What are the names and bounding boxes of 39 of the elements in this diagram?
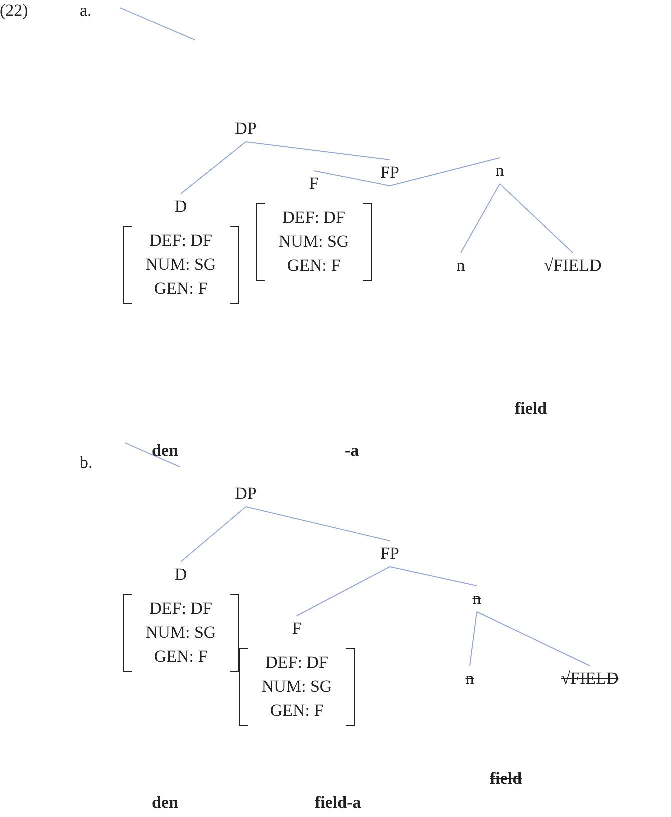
category-label: F <box>292 618 302 640</box>
text-label: a. <box>80 0 92 22</box>
branch-line <box>470 612 478 666</box>
node-label: n <box>472 588 482 610</box>
feature-matrix: DEF: DF NUM: SG GEN: F <box>256 203 372 281</box>
node-label: FP <box>380 162 400 184</box>
node-label: n <box>496 160 504 182</box>
branch-line <box>390 566 478 586</box>
node-label: n <box>456 255 466 277</box>
node-label: √FIELD <box>561 668 619 690</box>
text-label: field <box>515 398 548 420</box>
text-label: field <box>490 768 522 790</box>
node-label: FP <box>380 543 400 565</box>
branch-line <box>476 612 590 666</box>
text-label: den <box>152 440 178 462</box>
category-label: F <box>309 173 319 195</box>
branch-line <box>296 566 390 616</box>
node-label: DP <box>235 483 257 505</box>
feature-matrix: DEF: DF NUM: SG GEN: F <box>239 648 355 726</box>
node-label: n <box>466 668 474 690</box>
branch-line <box>180 142 246 194</box>
branch-line <box>246 506 390 542</box>
feature-matrix: DEF: DF NUM: SG GEN: F <box>123 226 239 304</box>
branch-line <box>500 184 574 254</box>
node-label: DP <box>235 118 257 140</box>
text-label: field-a <box>315 792 362 814</box>
node-label: √FIELD <box>544 255 602 277</box>
branch-line <box>246 142 390 160</box>
text-label: -a <box>345 440 360 462</box>
branch-line <box>460 184 500 254</box>
branch-line <box>314 170 390 186</box>
branch-line <box>180 506 246 562</box>
text-label: b. <box>80 452 93 474</box>
branch-line <box>390 158 500 186</box>
feature-matrix: DEF: DF NUM: SG GEN: F <box>123 594 239 672</box>
text-label: (22) <box>0 0 28 22</box>
category-label: D <box>174 564 188 586</box>
text-label: den <box>152 792 178 814</box>
category-label: D <box>174 196 188 218</box>
